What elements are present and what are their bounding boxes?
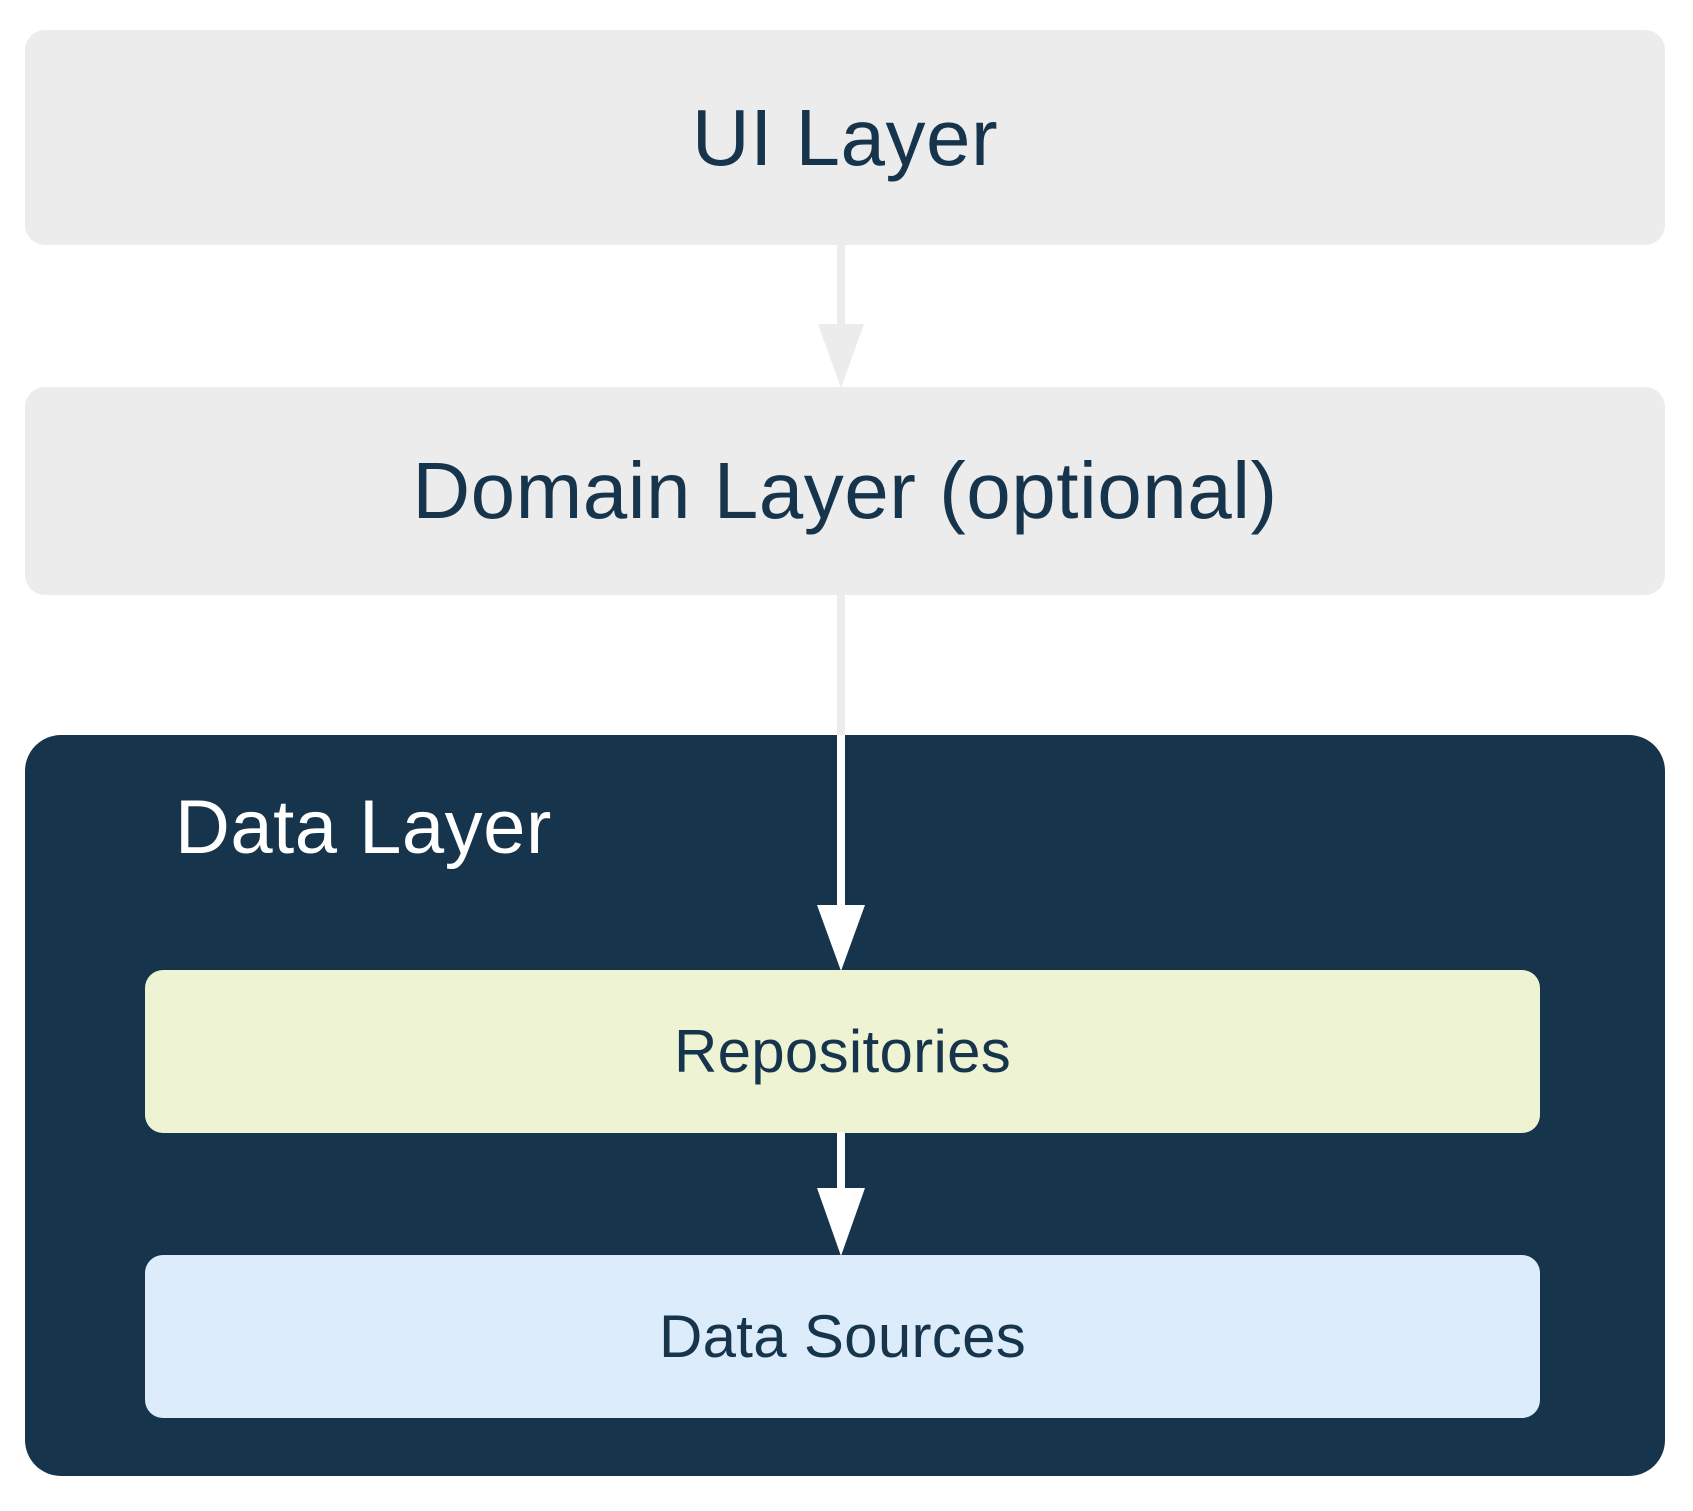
domain-layer-label: Domain Layer (optional) bbox=[412, 446, 1278, 535]
data-sources-box: Data Sources bbox=[145, 1255, 1540, 1418]
arrow-domain-to-data-layer-icon bbox=[837, 594, 845, 736]
data-layer-box: Data Layer Repositories Data Sources bbox=[25, 735, 1665, 1476]
ui-layer-box: UI Layer bbox=[25, 30, 1665, 245]
domain-layer-box: Domain Layer (optional) bbox=[25, 387, 1665, 595]
ui-layer-label: UI Layer bbox=[691, 92, 999, 182]
arrow-into-repositories-icon bbox=[817, 735, 865, 971]
data-sources-label: Data Sources bbox=[658, 1302, 1027, 1370]
repositories-label: Repositories bbox=[673, 1017, 1012, 1085]
arrow-ui-to-domain-icon bbox=[818, 244, 864, 388]
arrow-repositories-to-data-sources-icon bbox=[817, 1132, 865, 1256]
data-layer-title: Data Layer bbox=[175, 785, 552, 870]
repositories-box: Repositories bbox=[145, 970, 1540, 1133]
